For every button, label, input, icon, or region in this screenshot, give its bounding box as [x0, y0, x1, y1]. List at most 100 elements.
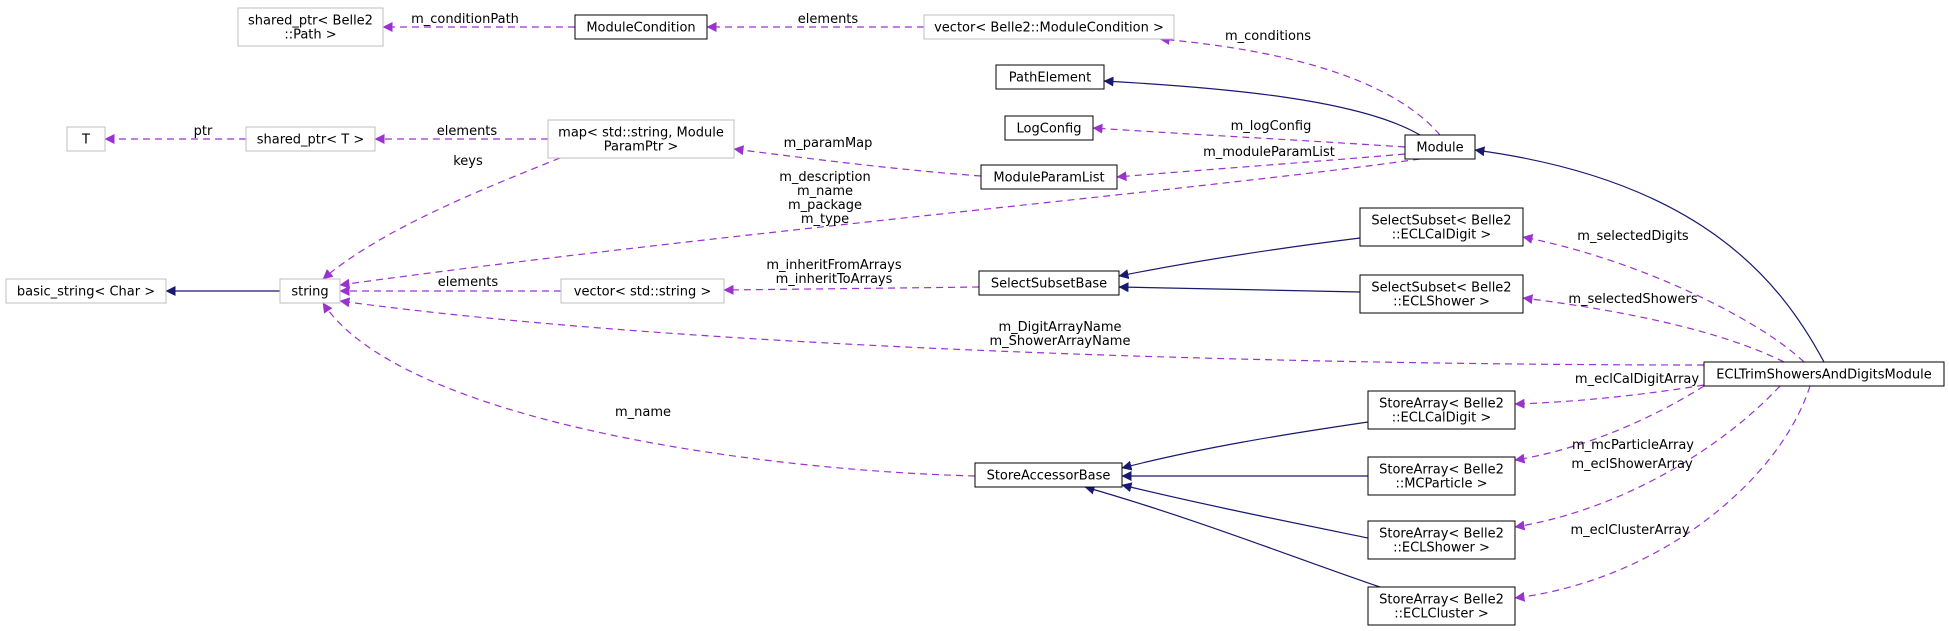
edge-label-line: m_package: [788, 198, 862, 213]
edge-label-e-module-paramlist: m_moduleParamList: [1203, 145, 1335, 160]
class-node-label-line: basic_string< Char >: [17, 285, 155, 300]
class-node-select-subset-base[interactable]: SelectSubsetBase: [978, 270, 1120, 296]
class-node-box: [1004, 115, 1094, 141]
class-node-label: SelectSubsetBase: [991, 277, 1107, 292]
class-node-label: StoreAccessorBase: [987, 469, 1111, 484]
class-node-label: LogConfig: [1017, 122, 1082, 137]
class-node-label-line: ::ECLCluster >: [1394, 607, 1488, 622]
edge-label-line: m_description: [779, 170, 870, 185]
node-layer: shared_ptr< Belle2::Path > ModuleConditio…: [5, 7, 1945, 626]
edge-label-e-trim-subsetshower: m_selectedShowers: [1568, 292, 1697, 307]
class-node-path-element[interactable]: PathElement: [995, 64, 1105, 90]
class-node-box: [974, 462, 1123, 488]
class-node-label: StoreArray< Belle2::MCParticle >: [1379, 463, 1504, 492]
class-node-store-array-shower[interactable]: StoreArray< Belle2::ECLShower >: [1367, 520, 1516, 560]
edge-label-e-trim-arraydigit: m_eclCalDigitArray: [1575, 372, 1699, 387]
class-node-label-line: PathElement: [1009, 71, 1091, 86]
class-node-label-line: SelectSubsetBase: [991, 277, 1107, 292]
edge-label-line: m_selectedShowers: [1568, 292, 1697, 307]
class-node-box: [66, 126, 106, 152]
edge-label-line: m_mcParticleArray: [1572, 438, 1694, 453]
edge-store-accessor-base-to-string: [322, 302, 976, 477]
class-node-label-line: LogConfig: [1017, 122, 1082, 137]
class-node-box: [1703, 361, 1945, 387]
class-node-label-line: T: [81, 133, 90, 148]
class-node-label-line: StoreArray< Belle2: [1379, 463, 1504, 478]
class-node-vector-string: vector< std::string >: [560, 278, 725, 304]
class-node-box: [978, 270, 1120, 296]
class-node-store-array-mcparticle[interactable]: StoreArray< Belle2::MCParticle >: [1367, 456, 1516, 496]
class-node-store-array-digit[interactable]: StoreArray< Belle2::ECLCalDigit >: [1367, 390, 1516, 430]
class-node-module[interactable]: Module: [1404, 134, 1476, 160]
class-node-ecl-trim-module[interactable]: ECLTrimShowersAndDigitsModule: [1703, 361, 1945, 387]
class-node-select-subset-shower[interactable]: SelectSubset< Belle2::ECLShower >: [1359, 274, 1524, 314]
class-node-label: vector< std::string >: [574, 285, 711, 300]
class-node-select-subset-digit[interactable]: SelectSubset< Belle2::ECLCalDigit >: [1359, 207, 1524, 247]
class-node-label-line: ::ECLCalDigit >: [1392, 411, 1492, 426]
edge-select-subset-base-to-vector-string: [723, 284, 980, 295]
edge-select-subset-digit-to-select-subset-base: [1118, 237, 1361, 280]
edge-label-line: m_inheritFromArrays: [766, 258, 902, 273]
edge-label-e-module-conditions: m_conditions: [1225, 29, 1311, 44]
class-node-box: [1367, 586, 1516, 626]
class-node-basic-string: basic_string< Char >: [5, 278, 167, 304]
class-node-box: [980, 164, 1118, 190]
edge-label-e-trim-arrayshower: m_eclShowerArray: [1571, 457, 1693, 472]
edge-label-line: m_name: [615, 405, 671, 420]
edge-label-line: elements: [798, 12, 859, 27]
class-node-label-line: shared_ptr< Belle2: [248, 14, 373, 29]
edge-label-line: m_conditionPath: [411, 12, 519, 27]
edge-module-to-vector-module-condition: [1159, 34, 1441, 136]
class-node-box: [1367, 456, 1516, 496]
class-node-box: [1367, 390, 1516, 430]
edge-select-subset-shower-to-select-subset-base: [1118, 282, 1361, 293]
class-node-label-line: ModuleParamList: [993, 171, 1104, 186]
class-node-box: [547, 119, 735, 159]
edge-ecl-trim-module-to-module: [1474, 146, 1825, 363]
edge-ecl-trim-module-to-select-subset-shower: [1522, 294, 1785, 363]
class-node-vector-module-condition: vector< Belle2::ModuleCondition >: [923, 14, 1175, 40]
class-node-label: vector< Belle2::ModuleCondition >: [934, 21, 1164, 36]
edge-store-array-cluster-to-store-accessor-base: [1084, 484, 1381, 588]
edge-label-line: m_type: [801, 212, 849, 227]
class-node-box: [245, 126, 376, 152]
class-node-label-line: vector< Belle2::ModuleCondition >: [934, 21, 1164, 36]
edge-module-to-module-param-list: [1116, 153, 1406, 182]
class-node-box: [923, 14, 1175, 40]
class-node-module-condition[interactable]: ModuleCondition: [574, 14, 708, 40]
edge-label-e-paramlist-map: m_paramMap: [784, 136, 873, 151]
edge-label-line: m_ShowerArrayName: [990, 334, 1131, 349]
edge-label-line: m_conditions: [1225, 29, 1311, 44]
class-node-label-line: vector< std::string >: [574, 285, 711, 300]
edge-label-line: elements: [437, 124, 498, 139]
class-node-label: shared_ptr< Belle2::Path >: [248, 14, 373, 43]
class-node-box: [237, 7, 384, 47]
edge-module-param-list-to-map-module-param: [733, 145, 982, 177]
class-node-t: T: [66, 126, 106, 152]
class-node-label-line: ::ECLShower >: [1393, 541, 1490, 556]
class-node-shared-ptr-t: shared_ptr< T >: [245, 126, 376, 152]
class-node-store-array-cluster[interactable]: StoreArray< Belle2::ECLCluster >: [1367, 586, 1516, 626]
class-node-label-line: ::MCParticle >: [1395, 477, 1487, 492]
edge-label-e-sharedptr-t: ptr: [194, 124, 213, 139]
class-node-label: basic_string< Char >: [17, 285, 155, 300]
edge-label-e-vector-condition: elements: [798, 12, 859, 27]
class-node-label-line: StoreArray< Belle2: [1379, 527, 1504, 542]
edge-ecl-trim-module-to-store-array-digit: [1514, 384, 1705, 409]
class-node-label: PathElement: [1009, 71, 1091, 86]
class-node-store-accessor-base[interactable]: StoreAccessorBase: [974, 462, 1123, 488]
class-node-label: StoreArray< Belle2::ECLCalDigit >: [1379, 397, 1504, 426]
class-node-label: StoreArray< Belle2::ECLCluster >: [1379, 593, 1504, 622]
edge-label-line: m_eclShowerArray: [1571, 457, 1693, 472]
class-node-log-config[interactable]: LogConfig: [1004, 115, 1094, 141]
edge-label-e-trim-arraymc: m_mcParticleArray: [1572, 438, 1694, 453]
edge-label-line: m_eclClusterArray: [1570, 523, 1689, 538]
class-node-label-line: map< std::string, Module: [558, 126, 724, 141]
edge-store-array-digit-to-store-accessor-base: [1121, 421, 1369, 471]
edge-label-line: elements: [438, 275, 499, 290]
class-node-module-param-list[interactable]: ModuleParamList: [980, 164, 1118, 190]
class-node-box: [1359, 274, 1524, 314]
